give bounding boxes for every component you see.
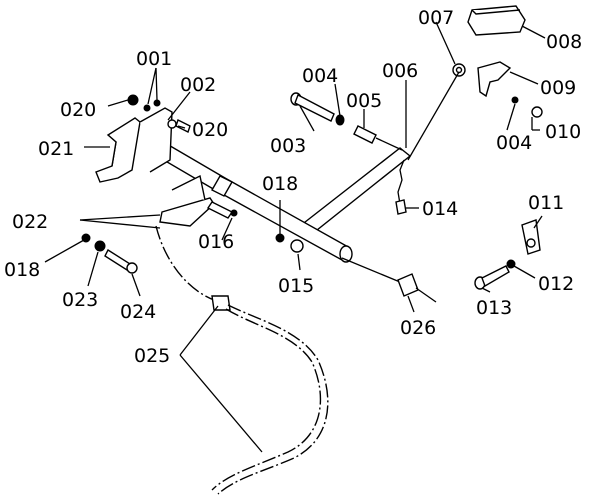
part-label-024: 024 xyxy=(120,301,156,323)
long-cable xyxy=(155,225,329,495)
part-label-002: 002 xyxy=(180,74,216,96)
part-label-006: 006 xyxy=(382,60,418,82)
part-label-026: 026 xyxy=(400,317,436,339)
right-bracket xyxy=(474,219,541,290)
cross-tube xyxy=(148,139,353,263)
bolt-assembly-upper xyxy=(290,92,403,151)
part-label-010: 010 xyxy=(545,121,581,143)
part-label-012: 012 xyxy=(538,273,574,295)
part-label-020-left: 020 xyxy=(60,99,96,121)
part-label-018-left: 018 xyxy=(4,259,40,281)
part-label-022: 022 xyxy=(12,211,48,233)
part-label-018-center: 018 xyxy=(262,173,298,195)
part-label-001: 001 xyxy=(136,48,172,70)
part-label-021: 021 xyxy=(38,138,74,160)
spring-rod xyxy=(395,159,407,215)
part-label-014: 014 xyxy=(422,198,458,220)
part-label-011: 011 xyxy=(528,192,564,214)
part-label-016: 016 xyxy=(198,231,234,253)
part-label-004-upper: 004 xyxy=(302,65,338,87)
part-label-007: 007 xyxy=(418,7,454,29)
part-label-020-right: 020 xyxy=(192,119,228,141)
left-bracket xyxy=(95,107,173,183)
lower-bracket xyxy=(159,174,215,227)
part-label-025: 025 xyxy=(134,345,170,367)
cable-end xyxy=(341,257,437,303)
main-rod xyxy=(298,147,412,235)
part-label-015: 015 xyxy=(278,275,314,297)
part-label-003: 003 xyxy=(270,135,306,157)
part-label-004-right: 004 xyxy=(496,132,532,154)
part-label-013: 013 xyxy=(476,297,512,319)
part-label-009: 009 xyxy=(540,77,576,99)
part-label-023: 023 xyxy=(62,289,98,311)
part-labels: 001 002 003 004 004 005 006 007 008 009 … xyxy=(4,7,582,367)
left-hardware xyxy=(81,233,138,274)
part-label-005: 005 xyxy=(346,90,382,112)
part-label-008: 008 xyxy=(546,31,582,53)
center-hardware xyxy=(206,200,304,253)
pedal-parts xyxy=(407,5,543,161)
leader-lines xyxy=(44,21,546,453)
